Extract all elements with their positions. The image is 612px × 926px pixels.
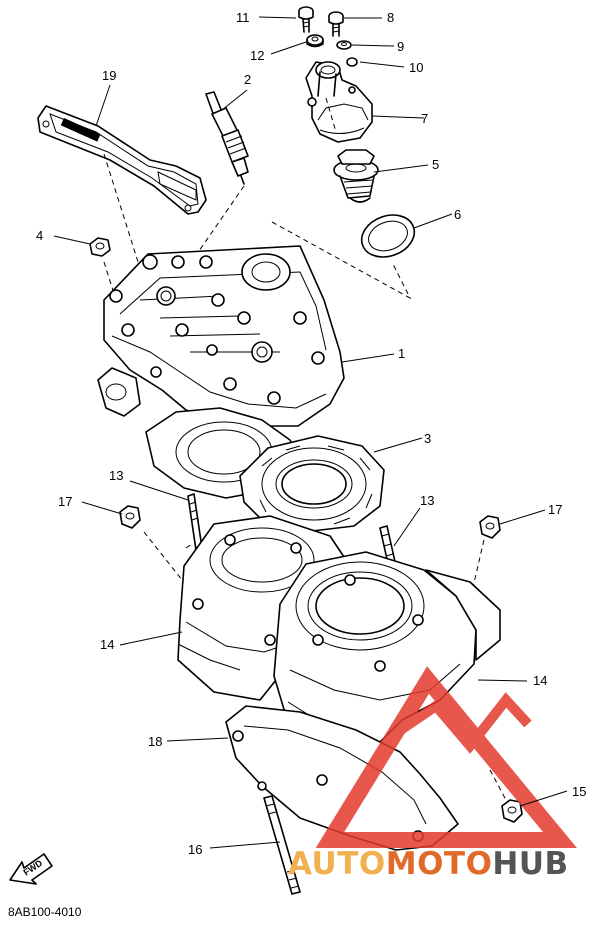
callout-17-right: 17 — [548, 502, 562, 517]
callout-13-left: 13 — [109, 468, 123, 483]
callout-16: 15 — [572, 784, 586, 799]
callout-labels: 11 12 8 9 10 7 5 6 1 3 2 19 4 13 13 17 1… — [36, 10, 586, 857]
callout-19: 19 — [102, 68, 116, 83]
gasket-ring-6 — [360, 214, 416, 258]
cylinder-14-left — [177, 515, 351, 701]
bolt-11 — [298, 6, 314, 33]
callout-12: 12 — [250, 48, 264, 63]
callout-10: 10 — [409, 60, 423, 75]
drawing-code: 8AB100-4010 — [8, 905, 82, 919]
bolt-8 — [328, 11, 344, 37]
callout-11: 11 — [236, 10, 250, 25]
fwd-arrow-icon: FWD — [9, 853, 53, 885]
cover-gasket-19 — [37, 105, 207, 215]
callout-6: 6 — [454, 207, 461, 222]
callout-13-right: 13 — [420, 493, 434, 508]
nut-17-left — [119, 505, 141, 529]
thermostat-cover-7 — [305, 61, 373, 143]
watermark-hub: HUB — [492, 846, 568, 882]
callout-15: 16 — [188, 842, 202, 857]
head-gasket-3 — [145, 407, 385, 533]
callout-1: 1 — [398, 346, 405, 361]
callout-8: 8 — [387, 10, 394, 25]
callout-5: 5 — [432, 157, 439, 172]
callout-14-right: 14 — [533, 673, 547, 688]
watermark-moto: MOTO — [386, 846, 493, 882]
stud-15 — [263, 795, 301, 895]
watermark-auto: AUTO — [288, 846, 386, 882]
watermark-logo — [315, 666, 577, 848]
nut-16 — [501, 799, 523, 823]
o-ring-10 — [346, 57, 358, 67]
callout-4: 4 — [36, 228, 43, 243]
callout-14-left: 14 — [100, 637, 114, 652]
nut-4 — [89, 237, 111, 257]
callout-9: 9 — [397, 39, 404, 54]
washer-12 — [306, 34, 324, 48]
callout-7: 7 — [421, 111, 428, 126]
nut-17-right — [479, 515, 501, 539]
leader-lines — [53, 16, 568, 849]
callout-2: 2 — [244, 72, 251, 87]
spark-plug-2 — [205, 91, 249, 185]
svg-text:AUTOMOTOHUB: AUTOMOTOHUB — [288, 846, 569, 882]
stud-13-left — [187, 493, 203, 551]
callout-18: 18 — [148, 734, 162, 749]
callout-3: 3 — [424, 431, 431, 446]
callout-17-left: 17 — [58, 494, 72, 509]
thermostat-5 — [333, 149, 379, 203]
washer-9 — [336, 40, 352, 50]
cylinder-head-1 — [97, 245, 345, 427]
watermark-text: AUTOMOTOHUB — [288, 846, 569, 882]
